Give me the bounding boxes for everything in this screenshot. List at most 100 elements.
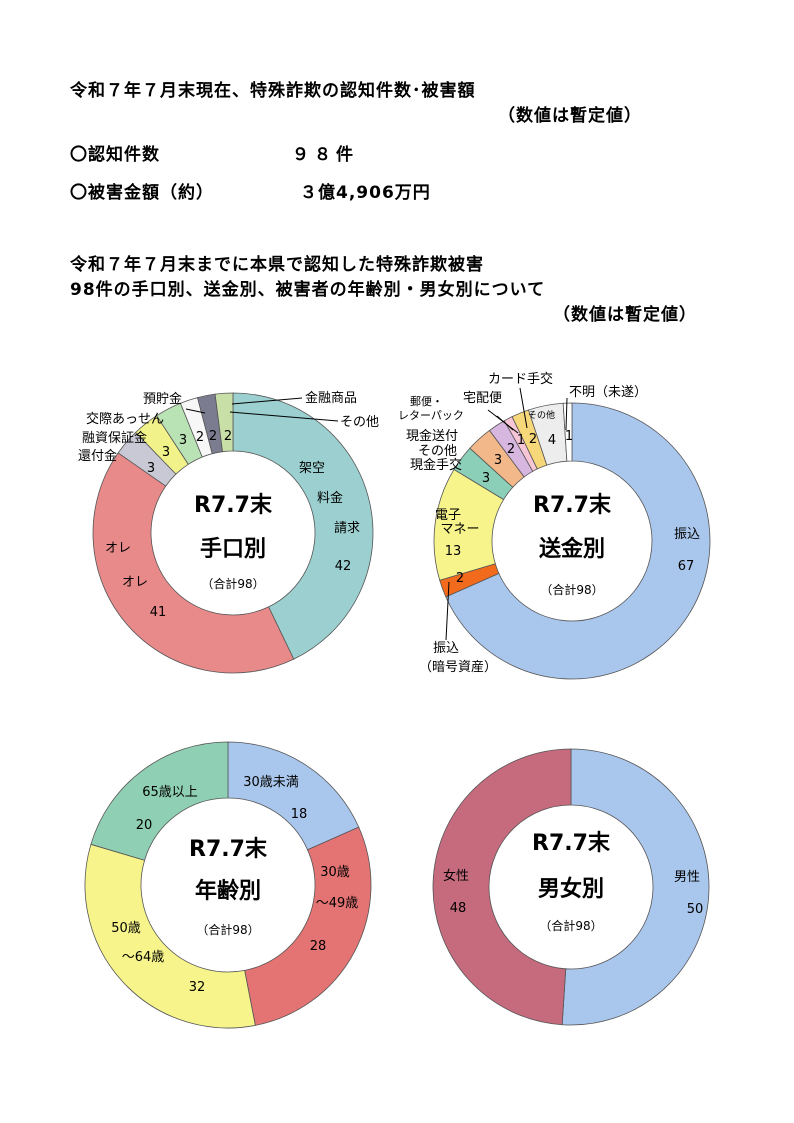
remittance-center-title: R7.7末 <box>533 493 612 518</box>
label-kousai: 交際あっせん <box>86 411 164 427</box>
label-yubin-1: 郵便・ <box>410 395 443 408</box>
label-furikomi: 振込 <box>674 527 700 542</box>
label-ore-2: オレ <box>122 575 148 590</box>
label-ore-1: オレ <box>105 541 131 556</box>
value-yochokin: 2 <box>196 430 204 445</box>
count-label: 〇認知件数 <box>70 145 160 165</box>
count-value: ９８件 <box>292 145 358 165</box>
donut-slice-1-0 <box>445 402 711 680</box>
label-u30: 30歳未満 <box>243 775 299 790</box>
value-denshi: 13 <box>445 544 462 559</box>
value-u30: 18 <box>291 807 308 822</box>
method-center-title: R7.7末 <box>194 493 273 518</box>
label-male: 男性 <box>674 870 700 885</box>
label-takuhai: 宅配便 <box>463 391 502 406</box>
label-genkin-te: 現金手交 <box>410 457 462 473</box>
label-yochokin: 預貯金 <box>143 391 182 407</box>
age-total: （合計98） <box>196 922 259 937</box>
value-furikomi: 67 <box>678 559 695 574</box>
leader-fumei <box>565 397 568 431</box>
amount-label: 〇被害金額（約） <box>70 183 214 203</box>
value-female: 48 <box>450 901 467 916</box>
label-yubin-2: レターパック <box>398 409 464 422</box>
label-denshi-1: 電子 <box>435 508 461 523</box>
label-genkin-so-1: 現金送付 <box>406 428 458 444</box>
label-50-2: ～64歳 <box>122 950 165 965</box>
label-65: 65歳以上 <box>142 785 198 800</box>
method-donut <box>92 392 374 674</box>
value-yuushi: 3 <box>162 445 170 460</box>
value-yubin: 2 <box>507 442 515 457</box>
label-fumei: 不明（未遂） <box>569 385 647 400</box>
provisional-note: （数値は暫定値） <box>498 106 642 126</box>
amount-value: ３億4,906万円 <box>300 183 431 203</box>
method-center-subtitle: 手口別 <box>200 537 266 562</box>
label-kinyu: 金融商品 <box>305 390 357 406</box>
label-ango-2: （暗号資産） <box>419 659 497 675</box>
label-kaku-2: 料金 <box>317 490 343 506</box>
donut-slice-3-1 <box>432 748 572 1026</box>
age-center-title: R7.7末 <box>189 837 268 862</box>
value-sonota-1: 2 <box>224 429 232 444</box>
gender-center-subtitle: 男女別 <box>538 876 604 902</box>
remittance-center-subtitle: 送金別 <box>539 536 605 562</box>
value-kanpu: 3 <box>147 461 155 476</box>
value-kousai: 3 <box>179 433 187 448</box>
donut-slice-0-1 <box>92 452 295 674</box>
label-female: 女性 <box>443 868 469 884</box>
label-kaku-3: 請求 <box>334 521 360 536</box>
value-male: 50 <box>687 902 704 917</box>
remittance-total: （合計98） <box>540 582 603 597</box>
leader-ango <box>445 581 450 641</box>
gender-total: （合計98） <box>539 918 602 933</box>
value-65: 20 <box>136 818 153 833</box>
section-title-line2: 98件の手口別、送金別、被害者の年齢別・男女別について <box>70 280 546 300</box>
value-kaku: 42 <box>335 559 352 574</box>
label-sonota-2: その他 <box>528 409 555 421</box>
label-50-1: 50歳 <box>111 921 141 936</box>
age-center-subtitle: 年齢別 <box>195 878 261 904</box>
method-total: （合計98） <box>201 576 264 591</box>
section-title-line1: 令和７年７月末までに本県で認知した特殊詐欺被害 <box>70 255 484 275</box>
value-ango: 2 <box>456 571 464 586</box>
label-yuushi: 融資保証金 <box>82 430 147 446</box>
leader-sonota-1 <box>229 411 339 422</box>
value-kinyu: 2 <box>209 429 217 444</box>
donut-slice-2-3 <box>90 741 229 861</box>
donut-slice-2-1 <box>244 826 372 1026</box>
donut-slice-1-9 <box>562 402 573 462</box>
value-card: 2 <box>529 432 537 447</box>
leader-card <box>519 387 528 429</box>
label-card: カード手交 <box>488 371 553 387</box>
label-sonota-1: その他 <box>340 415 379 430</box>
label-genkin-so-2: その他 <box>418 444 457 459</box>
label-30-1: 30歳 <box>320 865 350 880</box>
value-sonota-2: 4 <box>548 433 556 448</box>
label-denshi-2: マネー <box>440 522 479 537</box>
value-fumei: 1 <box>565 429 573 444</box>
report-title: 令和７年７月末現在、特殊詐欺の認知件数･被害額 <box>70 81 476 101</box>
leader-kinyu <box>231 397 303 405</box>
value-genkin-so: 3 <box>494 453 502 468</box>
donut-slice-2-2 <box>84 843 256 1029</box>
label-30-2: ～49歳 <box>316 896 359 911</box>
donut-slice-3-0 <box>561 748 710 1026</box>
gender-donut <box>432 748 710 1026</box>
label-kaku-1: 架空 <box>299 461 325 476</box>
gender-center-title: R7.7末 <box>532 831 611 856</box>
value-50: 32 <box>189 980 206 995</box>
value-30: 28 <box>310 939 327 954</box>
leader-takuhai <box>487 409 519 434</box>
value-ore: 41 <box>150 605 167 620</box>
value-takuhai: 1 <box>517 433 525 448</box>
section-provisional-note: （数値は暫定値） <box>553 305 697 325</box>
leader-yochokin <box>185 408 206 414</box>
remittance-donut <box>433 402 711 680</box>
donut-slice-0-0 <box>232 392 374 660</box>
label-ango-1: 振込 <box>433 641 459 656</box>
label-kanpu: 還付金 <box>78 448 117 464</box>
value-genkin-te: 3 <box>482 471 490 486</box>
donut-slice-2-0 <box>227 741 360 851</box>
age-donut <box>84 741 372 1029</box>
